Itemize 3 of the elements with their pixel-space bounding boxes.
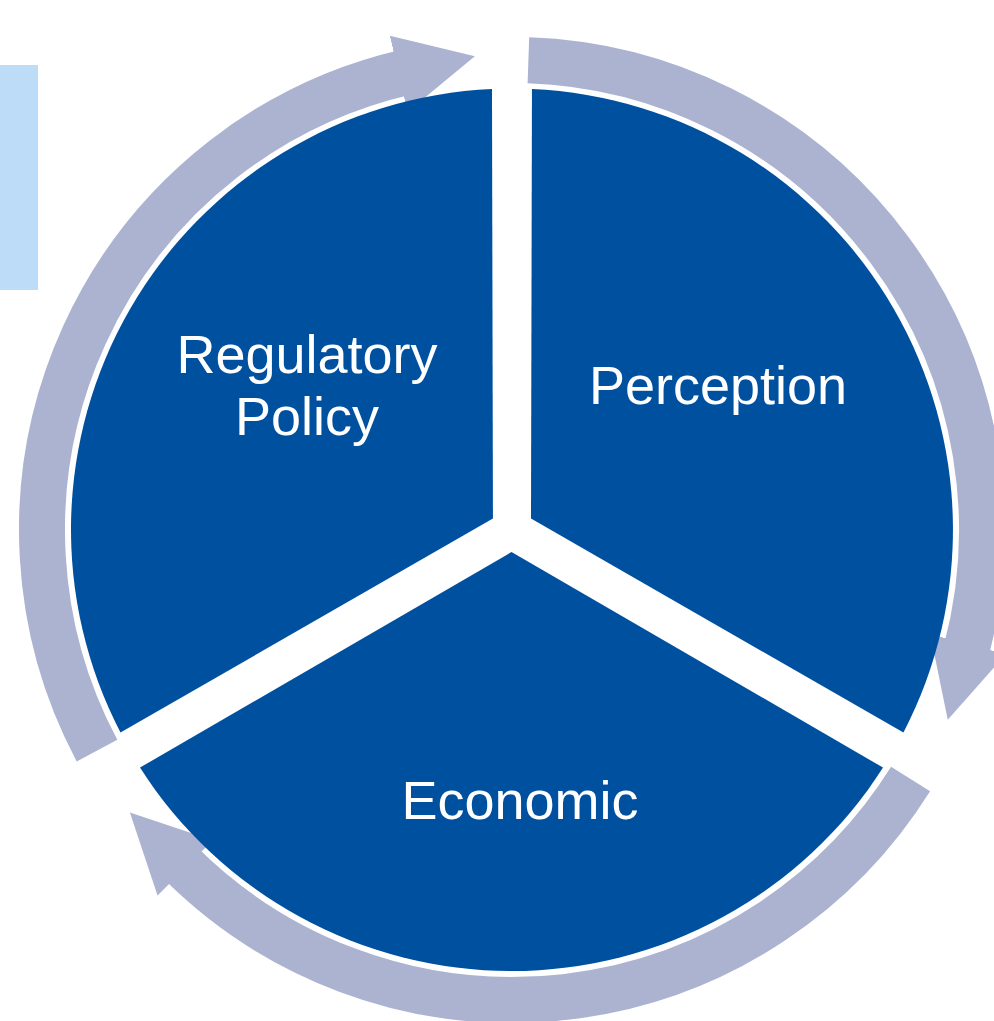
sector-label: Economic (400, 769, 640, 831)
sector-label: Regulatory Policy (175, 323, 439, 447)
sector-label: Perception (587, 354, 849, 416)
